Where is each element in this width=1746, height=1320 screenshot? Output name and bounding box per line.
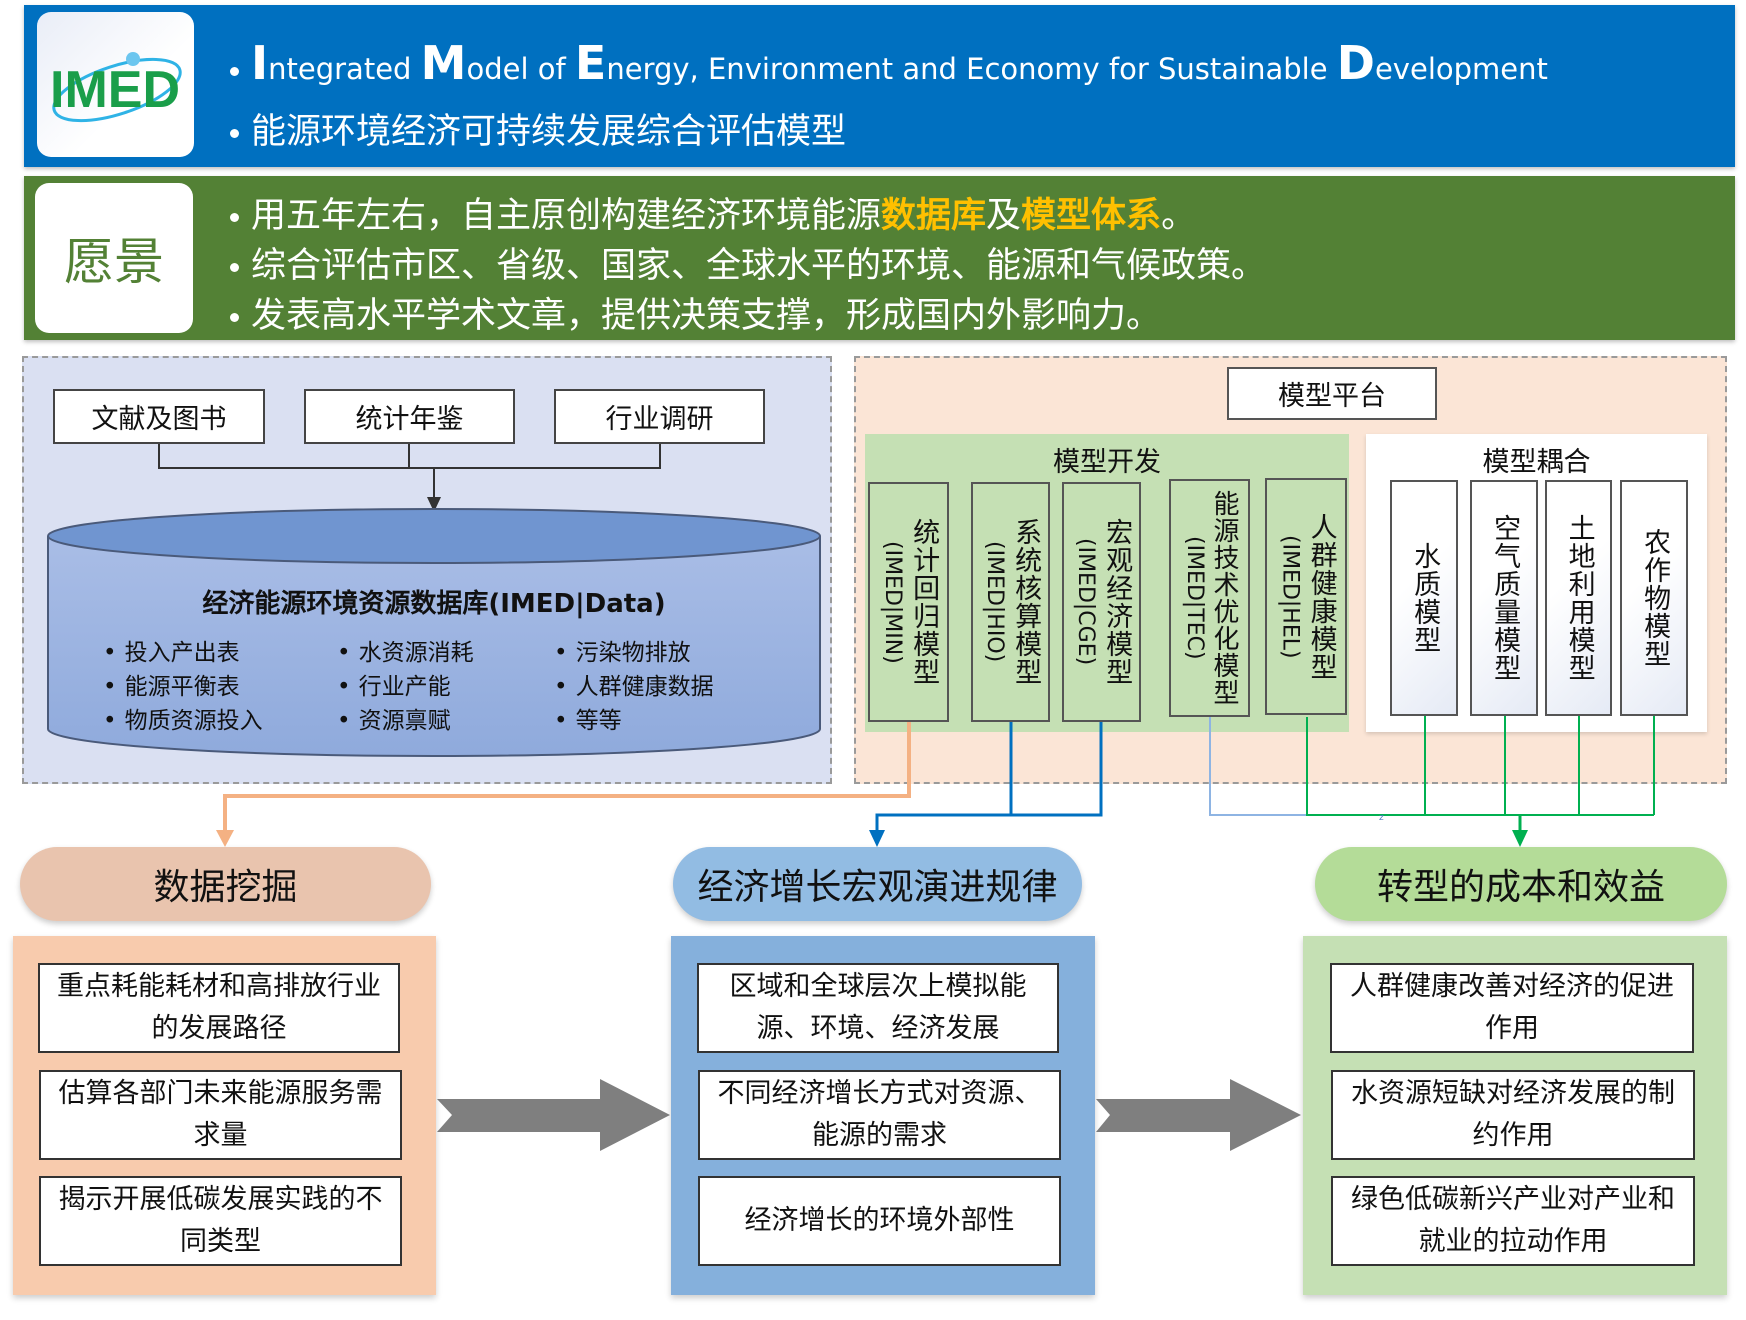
title-capital: D (1336, 36, 1375, 90)
model-development-title: 模型开发 (1053, 447, 1161, 478)
dev-model-min: 统计回归模型 (IMED|MIN) (868, 482, 949, 722)
title-capital: M (420, 36, 467, 90)
outcome-item: 揭示开展低碳发展实践的不同类型 (39, 1176, 402, 1266)
flow-arrow-right-icon (437, 1079, 670, 1151)
database-item: 物质资源投入 (103, 701, 263, 735)
vision-line-1: 用五年左右，自主原创构建经济环境能源数据库及模型体系。 (230, 187, 1196, 238)
model-platform-label: 模型平台 (1227, 367, 1437, 420)
model-name: 系统核算模型 (1010, 518, 1042, 686)
connector-data-mining (223, 722, 911, 832)
model-code: (IMED|CGE) (1072, 538, 1098, 666)
title-capital: I (251, 36, 269, 90)
outcome-pill-data-mining: 数据挖掘 (20, 847, 431, 921)
vision-text: 发表高水平学术文章，提供决策支撑，形成国内外影响力。 (251, 296, 1162, 336)
outcome-pill-transition: 转型的成本和效益 (1315, 847, 1727, 921)
coupling-model-crop: 农作物模型 (1620, 480, 1688, 716)
model-code: (IMED|HIO) (981, 541, 1007, 663)
title-english: Integrated Model of Energy, Environment … (230, 36, 1548, 90)
title-word: ntegrated (268, 52, 421, 86)
vision-text: 用五年左右，自主原创构建经济环境能源 (251, 196, 882, 236)
header-banner (24, 5, 1735, 167)
database-item: 水资源消耗 (337, 633, 474, 667)
database-title: 经济能源环境资源数据库(IMED|Data) (202, 589, 666, 619)
vision-label: 愿景 (35, 183, 193, 333)
model-name: 统计回归模型 (908, 518, 940, 686)
bullet-icon (230, 128, 239, 138)
dev-model-hio: 系统核算模型 (IMED|HIO) (971, 482, 1050, 722)
logo-text: IMED (50, 61, 180, 119)
model-code: (IMED|HEL) (1277, 534, 1303, 659)
model-name: 农作物模型 (1639, 528, 1671, 668)
model-name: 宏观经济模型 (1101, 518, 1133, 686)
outcome-item: 区域和全球层次上模拟能源、环境、经济发展 (697, 963, 1059, 1053)
model-code: (IMED|TEC) (1182, 536, 1207, 660)
title-chinese: 能源环境经济可持续发展综合评估模型 (230, 103, 846, 154)
model-name: 土地利用模型 (1563, 514, 1595, 682)
bullet-icon (230, 312, 239, 322)
dev-model-hel: 人群健康模型 (IMED|HEL) (1265, 478, 1347, 715)
outcome-item: 绿色低碳新兴产业对产业和就业的拉动作用 (1331, 1176, 1695, 1266)
model-name: 空气质量模型 (1489, 514, 1521, 682)
title-word: evelopment (1374, 52, 1548, 86)
dev-model-cge: 宏观经济模型 (IMED|CGE) (1062, 482, 1141, 722)
title-word: nergy, Environment and Economy for Susta… (606, 52, 1337, 86)
vision-banner (24, 176, 1735, 340)
connector-economic-growth (875, 722, 1103, 832)
outcome-item: 水资源短缺对经济发展的制约作用 (1331, 1070, 1695, 1160)
source-literature: 文献及图书 (53, 389, 265, 444)
vision-text: 。 (1161, 196, 1197, 236)
title-word: odel of (466, 52, 575, 86)
model-name: 人群健康模型 (1305, 512, 1337, 681)
arrow-down-icon (869, 830, 885, 847)
bullet-icon (230, 66, 239, 76)
dev-model-tec: 能源技术优化模型 (IMED|TEC) (1169, 479, 1250, 717)
vision-text: 及 (986, 196, 1022, 236)
database-item: 资源禀赋 (337, 701, 451, 735)
source-survey: 行业调研 (554, 389, 765, 444)
outcome-item: 不同经济增长方式对资源、能源的需求 (698, 1070, 1061, 1160)
outcome-item: 人群健康改善对经济的促进作用 (1330, 963, 1694, 1053)
arrow-down-icon (216, 830, 234, 847)
outcome-item: 估算各部门未来能源服务需求量 (39, 1070, 402, 1160)
imed-logo-icon: IMED (50, 52, 182, 123)
vision-line-3: 发表高水平学术文章，提供决策支撑，形成国内外影响力。 (230, 287, 1161, 338)
imed-logo: IMED (37, 12, 194, 157)
database-item: 能源平衡表 (103, 667, 240, 701)
vision-highlight-database: 数据库 (881, 196, 987, 236)
model-code: (IMED|MIN) (879, 540, 905, 664)
flow-arrow-right-icon (1096, 1079, 1301, 1151)
database-item: 投入产出表 (103, 633, 240, 667)
outcome-item: 重点耗能耗材和高排放行业的发展路径 (38, 963, 400, 1053)
coupling-model-land: 土地利用模型 (1545, 480, 1612, 716)
database-item: 行业产能 (337, 667, 451, 701)
vision-text: 综合评估市区、省级、国家、全球水平的环境、能源和气候政策。 (251, 246, 1267, 286)
database-item: 人群健康数据 (554, 667, 714, 701)
bullet-icon (230, 262, 239, 272)
model-name: 水质模型 (1409, 542, 1441, 654)
model-coupling-title: 模型耦合 (1482, 447, 1591, 478)
vision-highlight-model-system: 模型体系 (1021, 196, 1162, 236)
title-chinese-text: 能源环境经济可持续发展综合评估模型 (251, 112, 847, 152)
title-capital: E (574, 36, 607, 90)
coupling-model-water: 水质模型 (1390, 480, 1458, 716)
source-connector (158, 444, 661, 500)
source-yearbook: 统计年鉴 (304, 389, 515, 444)
coupling-model-air: 空气质量模型 (1470, 480, 1538, 716)
outcome-item: 经济增长的环境外部性 (698, 1176, 1061, 1266)
vision-line-2: 综合评估市区、省级、国家、全球水平的环境、能源和气候政策。 (230, 237, 1266, 288)
connector-transition (1209, 716, 1655, 832)
database-item: 等等 (554, 701, 622, 735)
outcome-pill-economic-growth: 经济增长宏观演进规律 (673, 847, 1082, 921)
model-name: 能源技术优化模型 (1209, 490, 1239, 706)
database-item: 污染物排放 (554, 633, 691, 667)
arrow-down-icon (1512, 830, 1528, 847)
bullet-icon (230, 212, 239, 222)
connector-label: z (1379, 813, 1384, 823)
arrow-down-icon (427, 497, 441, 512)
